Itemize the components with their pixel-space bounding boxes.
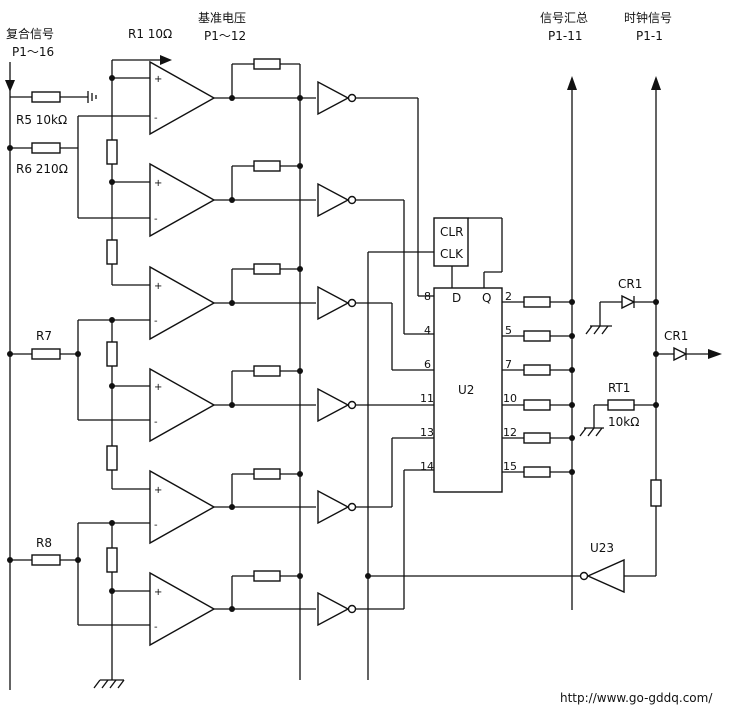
rt1-value-label: 10kΩ — [608, 415, 639, 429]
divider-resistor — [106, 341, 118, 367]
u2-input-wiring — [356, 97, 580, 680]
rt1-label: RT1 — [608, 381, 630, 395]
svg-text:-: - — [154, 622, 158, 633]
signal-sum-label: 信号汇总 — [540, 11, 588, 25]
u2-chip — [433, 287, 503, 493]
pin-left-4: 11 — [420, 392, 434, 405]
cr1-diode-right — [653, 346, 722, 362]
svg-text:+: + — [154, 281, 162, 292]
svg-text:+: + — [154, 485, 162, 496]
composite-pin-label: P1～16 — [12, 45, 54, 59]
inverter-4 — [317, 387, 357, 423]
clock-resistor — [650, 479, 662, 507]
signal-sum-arrow-head — [567, 76, 577, 90]
svg-text:-: - — [154, 316, 158, 327]
pin-right-3: 7 — [505, 358, 512, 371]
clock-signal-label: 时钟信号 — [624, 10, 672, 25]
stage-wiring — [214, 58, 316, 680]
divider-resistor — [106, 445, 118, 471]
clr-label: CLR — [440, 225, 463, 239]
inverter-6 — [317, 591, 357, 627]
svg-text:+: + — [154, 74, 162, 85]
u23-label: U23 — [590, 541, 614, 555]
divider-resistor — [106, 139, 118, 165]
svg-text:-: - — [154, 520, 158, 531]
svg-text:-: - — [154, 214, 158, 225]
svg-text:+: + — [154, 382, 162, 393]
reference-arrow-head — [160, 55, 172, 65]
pin-right-1: 2 — [505, 290, 512, 303]
inverter-3 — [317, 285, 357, 321]
composite-signal-label: 复合信号 — [6, 26, 54, 41]
svg-text:-: - — [154, 417, 158, 428]
u23-inverter — [579, 558, 625, 594]
q-label: Q — [482, 291, 491, 305]
svg-text:-: - — [154, 113, 158, 124]
composite-arrow-head — [5, 80, 15, 92]
u2-label: U2 — [458, 383, 474, 397]
r6-resistor — [31, 142, 61, 154]
u2-control-block — [433, 217, 469, 267]
pin-left-5: 13 — [420, 426, 434, 439]
pin-right-6: 15 — [503, 460, 517, 473]
divider-resistor — [106, 239, 118, 265]
r7-resistor — [31, 348, 61, 360]
watermark: http://www.go-gddq.com/ — [560, 691, 713, 705]
svg-text:+: + — [154, 178, 162, 189]
divider-resistor — [106, 547, 118, 573]
svg-text:+: + — [154, 587, 162, 598]
pin-left-3: 6 — [424, 358, 431, 371]
comparator-3: +- — [149, 265, 216, 341]
r8-resistor — [31, 554, 61, 566]
signal-sum-pin-label: P1-11 — [548, 29, 582, 43]
r1-label: R1 10Ω — [128, 27, 172, 41]
clock-arrow-head — [651, 76, 661, 90]
inverter-2 — [317, 182, 357, 218]
comparator-4: +- — [149, 367, 216, 443]
comparator-1: +- — [149, 60, 216, 136]
comparator-2: +- — [149, 162, 216, 238]
r5-resistor — [31, 91, 61, 103]
d-label: D — [452, 291, 461, 305]
inverter-5 — [317, 489, 357, 525]
cr1-diode-top — [585, 294, 659, 335]
cr1-top-label: CR1 — [618, 277, 642, 291]
reference-pin-label: P1～12 — [204, 29, 246, 43]
pin-right-4: 10 — [503, 392, 517, 405]
pin-left-6: 14 — [420, 460, 434, 473]
reference-voltage-label: 基准电压 — [198, 11, 246, 25]
pin-left-2: 4 — [424, 324, 431, 337]
cr1-right-label: CR1 — [664, 329, 688, 343]
r6-label: R6 210Ω — [16, 162, 68, 176]
comparator-5: +- — [149, 469, 216, 545]
pin-right-5: 12 — [503, 426, 517, 439]
rt1-thermistor — [579, 399, 659, 437]
r8-label: R8 — [36, 536, 52, 550]
clk-label: CLK — [440, 247, 464, 261]
clock-pin-label: P1-1 — [636, 29, 663, 43]
r5-label: R5 10kΩ — [16, 113, 67, 127]
comparator-6: +- — [149, 571, 216, 647]
r7-label: R7 — [36, 329, 52, 343]
pin-right-2: 5 — [505, 324, 512, 337]
u2-output-wiring — [502, 296, 575, 478]
pin-left-1: 8 — [424, 290, 431, 303]
inverter-1 — [317, 80, 357, 116]
